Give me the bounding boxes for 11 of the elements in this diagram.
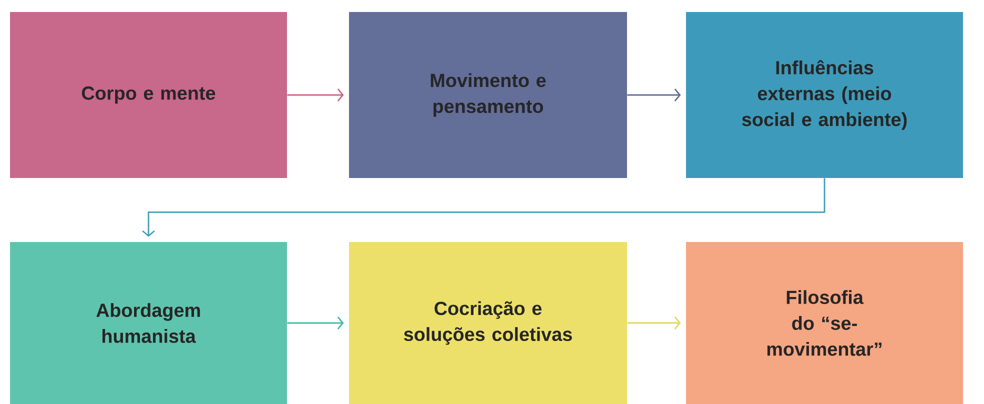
arrow <box>287 316 344 330</box>
arrow <box>287 88 344 102</box>
arrow <box>142 178 826 237</box>
arrow <box>627 88 681 102</box>
process-box: Filosofia do “se-movimentar” <box>686 242 963 404</box>
process-box: Abordagem humanista <box>10 242 287 404</box>
process-box: Influências externas (meio social e ambiente) <box>686 12 963 178</box>
arrow <box>627 316 681 330</box>
process-box: Movimento e pensamento <box>349 12 627 178</box>
process-box: Corpo e mente <box>10 12 287 178</box>
process-box: Cocriação e soluções coletivas <box>349 242 627 404</box>
